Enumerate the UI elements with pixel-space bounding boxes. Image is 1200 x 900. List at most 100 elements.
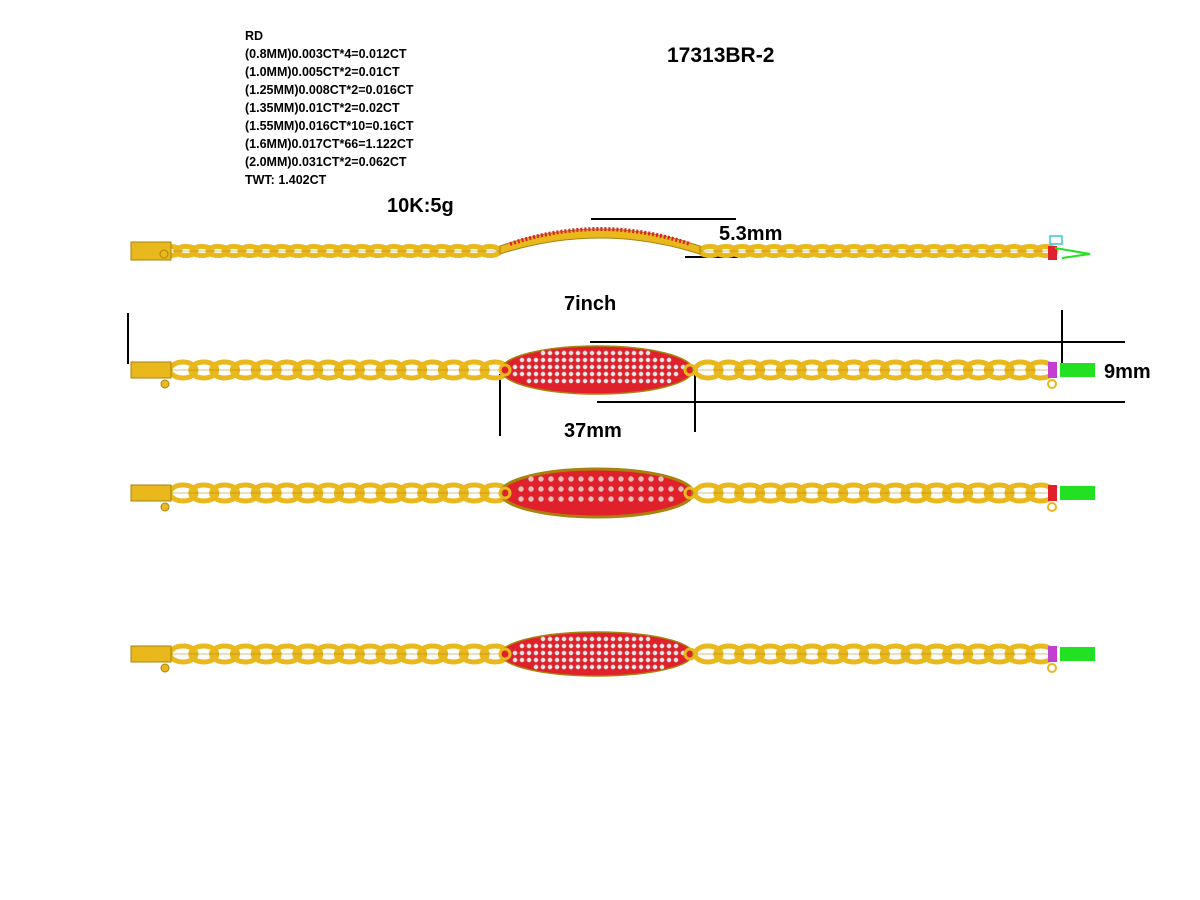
stone <box>568 371 574 377</box>
stone <box>631 350 637 356</box>
stone <box>610 657 616 663</box>
stone <box>610 371 616 377</box>
stone <box>540 378 546 384</box>
stone <box>645 364 651 370</box>
stone <box>575 650 581 656</box>
stone <box>561 378 567 384</box>
box-clasp <box>130 361 172 379</box>
stone <box>526 371 532 377</box>
stone <box>533 378 539 384</box>
stone <box>610 650 616 656</box>
clasp-pin <box>159 249 169 259</box>
stone <box>603 350 609 356</box>
stone <box>624 664 630 670</box>
stone <box>624 650 630 656</box>
stone <box>526 378 532 384</box>
spec-line: (1.0MM)0.005CT*2=0.01CT <box>245 65 400 79</box>
stone <box>554 371 560 377</box>
spec-line: (0.8MM)0.003CT*4=0.012CT <box>245 47 407 61</box>
stone <box>638 657 644 663</box>
dimension-lines <box>127 218 1125 436</box>
stone <box>596 636 602 642</box>
stone <box>648 496 654 502</box>
stone <box>666 364 672 370</box>
stone <box>624 643 630 649</box>
bracelet-views <box>130 227 1095 677</box>
stone <box>596 357 602 363</box>
stone <box>538 486 544 492</box>
stone <box>648 476 654 482</box>
stone <box>624 350 630 356</box>
stone <box>652 364 658 370</box>
stone <box>547 378 553 384</box>
stone <box>533 357 539 363</box>
stone <box>673 371 679 377</box>
stone <box>547 357 553 363</box>
stone <box>561 357 567 363</box>
plate-length-label: 37mm <box>564 420 622 442</box>
stone <box>596 664 602 670</box>
stone <box>603 357 609 363</box>
stone <box>540 643 546 649</box>
stone <box>561 350 567 356</box>
stone <box>608 476 614 482</box>
stone <box>533 650 539 656</box>
clasp-tongue <box>1060 647 1095 661</box>
stone <box>658 496 664 502</box>
stone <box>548 496 554 502</box>
stone <box>638 350 644 356</box>
stone <box>658 486 664 492</box>
stone <box>638 378 644 384</box>
stone <box>645 650 651 656</box>
stone <box>554 657 560 663</box>
stone <box>568 357 574 363</box>
stone <box>645 357 651 363</box>
stone <box>561 636 567 642</box>
stone <box>554 357 560 363</box>
stone <box>575 636 581 642</box>
stone <box>610 350 616 356</box>
stone <box>589 650 595 656</box>
jump-ring <box>683 486 697 500</box>
stone <box>519 371 525 377</box>
clasp-pin <box>160 663 170 673</box>
stone <box>631 371 637 377</box>
stone <box>589 664 595 670</box>
stone <box>618 476 624 482</box>
stone <box>610 364 616 370</box>
clasp-tongue <box>1054 247 1091 259</box>
stone <box>618 496 624 502</box>
stone <box>519 364 525 370</box>
stone <box>603 636 609 642</box>
stone <box>645 350 651 356</box>
stone <box>645 378 651 384</box>
stone <box>603 664 609 670</box>
stone <box>617 357 623 363</box>
stone <box>652 657 658 663</box>
stone <box>547 371 553 377</box>
stone <box>673 650 679 656</box>
stone <box>519 650 525 656</box>
stone <box>561 664 567 670</box>
stone <box>540 650 546 656</box>
stone <box>554 643 560 649</box>
stone <box>673 364 679 370</box>
stone <box>589 378 595 384</box>
stone <box>610 664 616 670</box>
stone <box>547 664 553 670</box>
stone <box>554 650 560 656</box>
stone <box>538 476 544 482</box>
stone <box>596 643 602 649</box>
clasp-tongue <box>1060 486 1095 500</box>
stone <box>561 371 567 377</box>
stone <box>558 486 564 492</box>
clasp-ring <box>1047 379 1057 389</box>
stone <box>575 350 581 356</box>
stone <box>596 378 602 384</box>
stone <box>512 371 518 377</box>
stone <box>624 364 630 370</box>
stone <box>598 476 604 482</box>
stone <box>582 350 588 356</box>
clasp-ring <box>1047 502 1057 512</box>
